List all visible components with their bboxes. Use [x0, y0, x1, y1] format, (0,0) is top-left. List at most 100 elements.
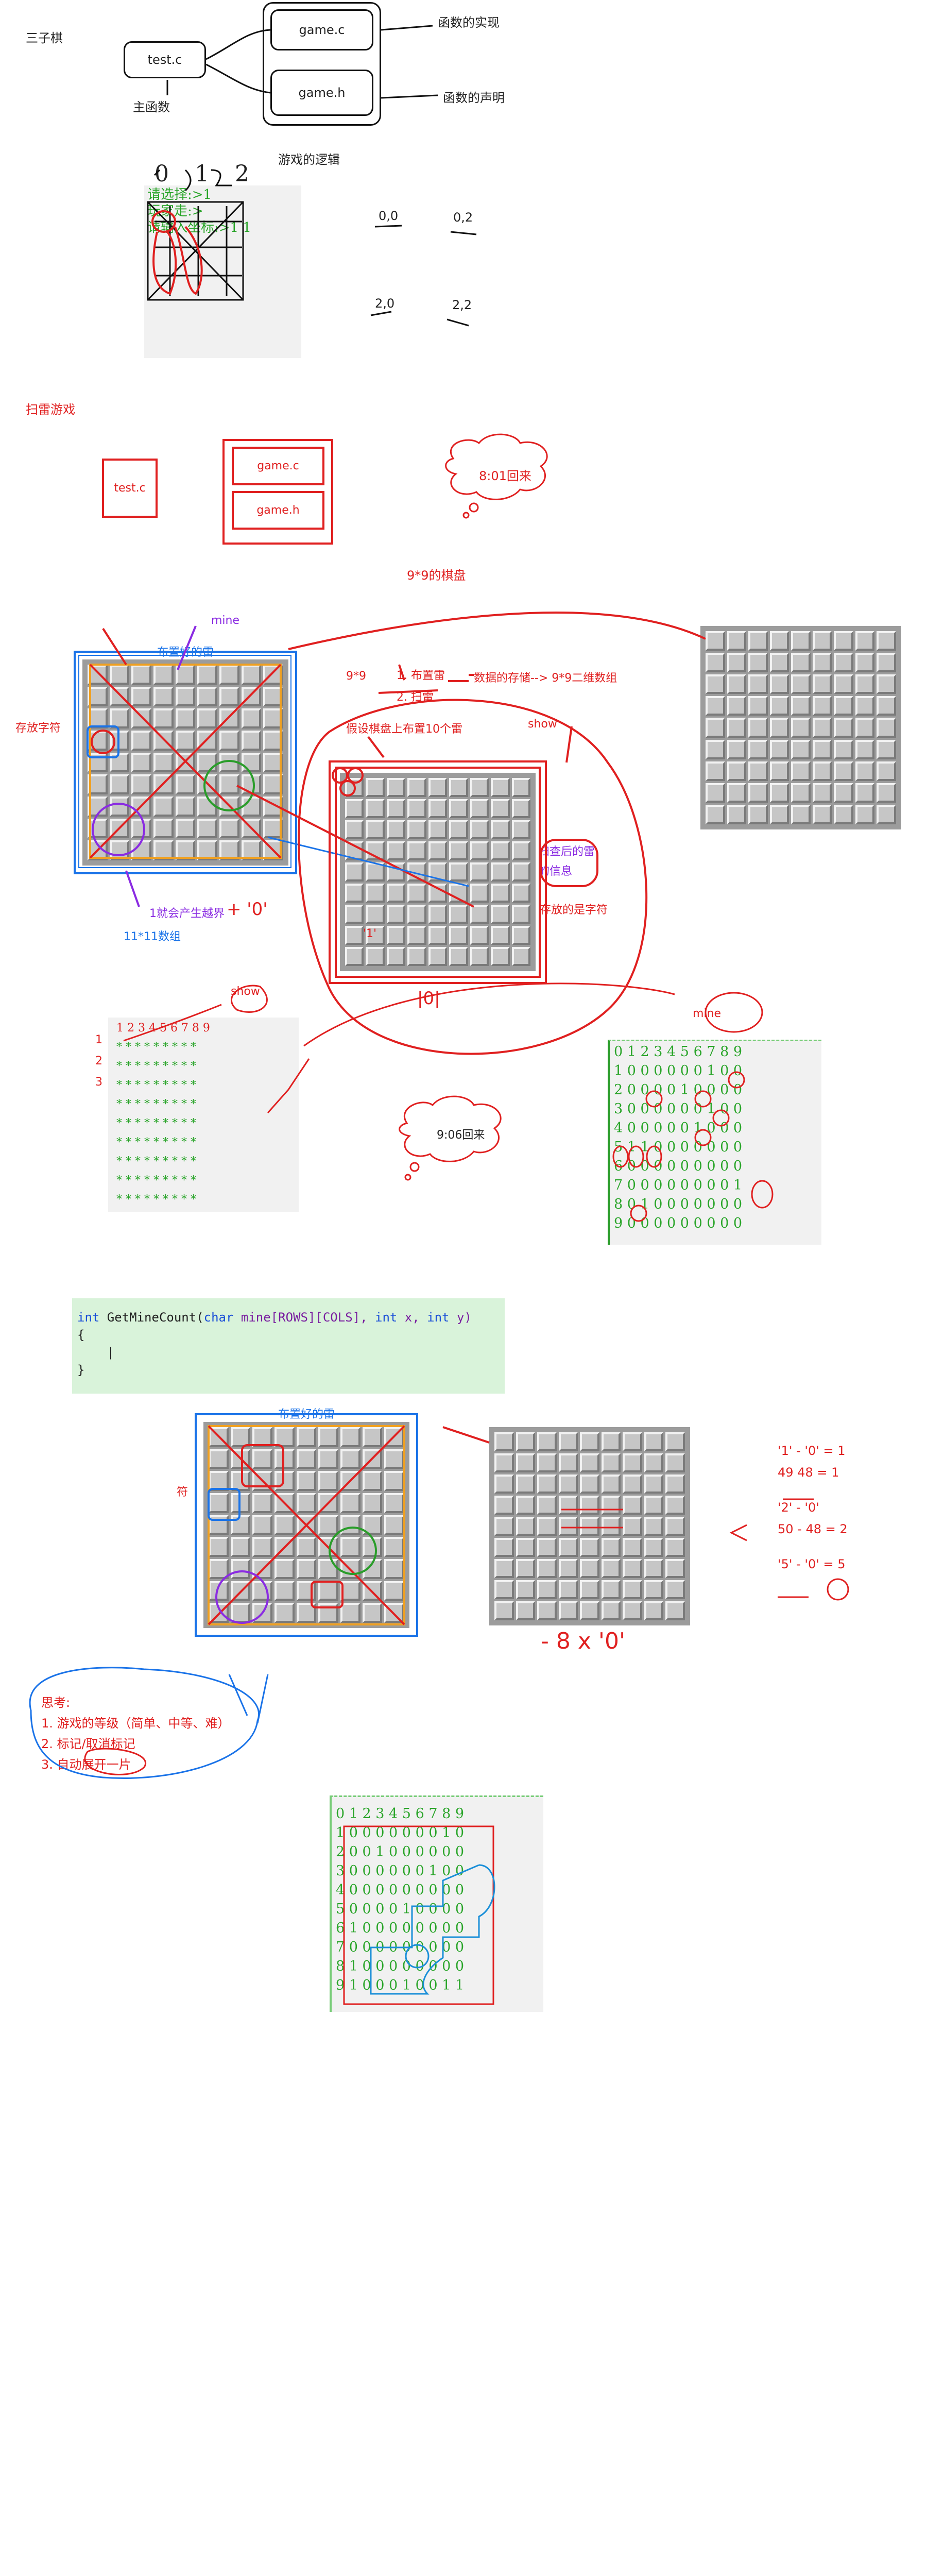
- board-cell[interactable]: [748, 631, 768, 651]
- board-cell[interactable]: [386, 947, 406, 966]
- board-cell[interactable]: [537, 1517, 557, 1536]
- board-cell[interactable]: [623, 1538, 642, 1557]
- board-cell[interactable]: [769, 783, 789, 803]
- board-cell[interactable]: [665, 1601, 685, 1620]
- board-cell[interactable]: [197, 752, 217, 773]
- board-cell[interactable]: [470, 799, 489, 818]
- board-cell[interactable]: [748, 696, 768, 716]
- board-cell[interactable]: [384, 1449, 404, 1469]
- board-cell[interactable]: [470, 820, 489, 839]
- board-cell[interactable]: [516, 1496, 536, 1515]
- board-cell[interactable]: [537, 1538, 557, 1557]
- board-cell[interactable]: [428, 841, 448, 860]
- board-cell[interactable]: [109, 774, 130, 794]
- board-cell[interactable]: [580, 1538, 599, 1557]
- board-cell[interactable]: [706, 783, 725, 803]
- board-cell[interactable]: [769, 653, 789, 673]
- board-cell[interactable]: [197, 818, 217, 839]
- board-cell[interactable]: [812, 804, 832, 824]
- board-cell[interactable]: [601, 1453, 621, 1472]
- board-cell[interactable]: [491, 926, 510, 945]
- board-cell[interactable]: [834, 674, 853, 694]
- board-cell[interactable]: [877, 739, 896, 759]
- board-cell[interactable]: [558, 1475, 578, 1494]
- board-cell[interactable]: [470, 862, 489, 882]
- board-cell[interactable]: [407, 820, 426, 839]
- board-cell[interactable]: [153, 818, 174, 839]
- board-cell[interactable]: [706, 653, 725, 673]
- board-cell[interactable]: [580, 1432, 599, 1451]
- board-cell[interactable]: [175, 731, 196, 751]
- board-cell[interactable]: [834, 653, 853, 673]
- board-cell[interactable]: [855, 761, 875, 781]
- board-cell[interactable]: [644, 1601, 664, 1620]
- board-cell[interactable]: [601, 1475, 621, 1494]
- board-cell[interactable]: [109, 752, 130, 773]
- board-cell[interactable]: [727, 739, 747, 759]
- board-cell[interactable]: [386, 841, 406, 860]
- board-cell[interactable]: [274, 1515, 295, 1535]
- board-cell[interactable]: [748, 718, 768, 738]
- board-cell[interactable]: [769, 631, 789, 651]
- board-cell[interactable]: [219, 731, 239, 751]
- board-cell[interactable]: [109, 708, 130, 728]
- board-cell[interactable]: [706, 674, 725, 694]
- board-cell[interactable]: [175, 708, 196, 728]
- board-cell[interactable]: [109, 686, 130, 707]
- board-cell[interactable]: [241, 752, 262, 773]
- board-cell[interactable]: [644, 1496, 664, 1515]
- board-cell[interactable]: [131, 818, 151, 839]
- board-cell[interactable]: [366, 905, 385, 924]
- board-cell[interactable]: [748, 674, 768, 694]
- board-cell[interactable]: [644, 1538, 664, 1557]
- board-cell[interactable]: [580, 1580, 599, 1599]
- board-cell[interactable]: [153, 796, 174, 817]
- board-cell[interactable]: [230, 1427, 251, 1447]
- board-cell[interactable]: [644, 1559, 664, 1578]
- board-cell[interactable]: [296, 1493, 317, 1513]
- board-cell[interactable]: [470, 841, 489, 860]
- board-cell[interactable]: [537, 1496, 557, 1515]
- board-cell[interactable]: [855, 718, 875, 738]
- board-cell[interactable]: [491, 884, 510, 903]
- board-cell[interactable]: [877, 718, 896, 738]
- board-cell[interactable]: [494, 1496, 514, 1515]
- board-cell[interactable]: [855, 653, 875, 673]
- board-cell[interactable]: [623, 1517, 642, 1536]
- board-cell[interactable]: [791, 804, 811, 824]
- board-cell[interactable]: [580, 1517, 599, 1536]
- board-cell[interactable]: [558, 1517, 578, 1536]
- board-cell[interactable]: [340, 1537, 360, 1557]
- board-cell[interactable]: [706, 718, 725, 738]
- board-cell[interactable]: [428, 947, 448, 966]
- board-cell[interactable]: [175, 774, 196, 794]
- board-cell[interactable]: [769, 739, 789, 759]
- board-cell[interactable]: [855, 674, 875, 694]
- board-cell[interactable]: [791, 696, 811, 716]
- board-cell[interactable]: [665, 1517, 685, 1536]
- board-cell[interactable]: [345, 926, 364, 945]
- board-cell[interactable]: [491, 841, 510, 860]
- board-cell[interactable]: [812, 653, 832, 673]
- board-cell[interactable]: [644, 1580, 664, 1599]
- board-cell[interactable]: [230, 1515, 251, 1535]
- board-cell[interactable]: [727, 804, 747, 824]
- board-cell[interactable]: [834, 783, 853, 803]
- board-cell[interactable]: [494, 1601, 514, 1620]
- board-cell[interactable]: [230, 1603, 251, 1623]
- board-cell[interactable]: [491, 799, 510, 818]
- board-cell[interactable]: [296, 1471, 317, 1491]
- board-cell[interactable]: [345, 947, 364, 966]
- board-cell[interactable]: [516, 1453, 536, 1472]
- board-cell[interactable]: [366, 947, 385, 966]
- board-cell[interactable]: [384, 1581, 404, 1601]
- board-cell[interactable]: [470, 947, 489, 966]
- board-cell[interactable]: [362, 1603, 383, 1623]
- board-cell[interactable]: [407, 947, 426, 966]
- board-cell[interactable]: [153, 708, 174, 728]
- board-cell[interactable]: [537, 1559, 557, 1578]
- board-cell[interactable]: [131, 708, 151, 728]
- board-cell[interactable]: [516, 1601, 536, 1620]
- board-cell[interactable]: [494, 1559, 514, 1578]
- board-cell[interactable]: [296, 1449, 317, 1469]
